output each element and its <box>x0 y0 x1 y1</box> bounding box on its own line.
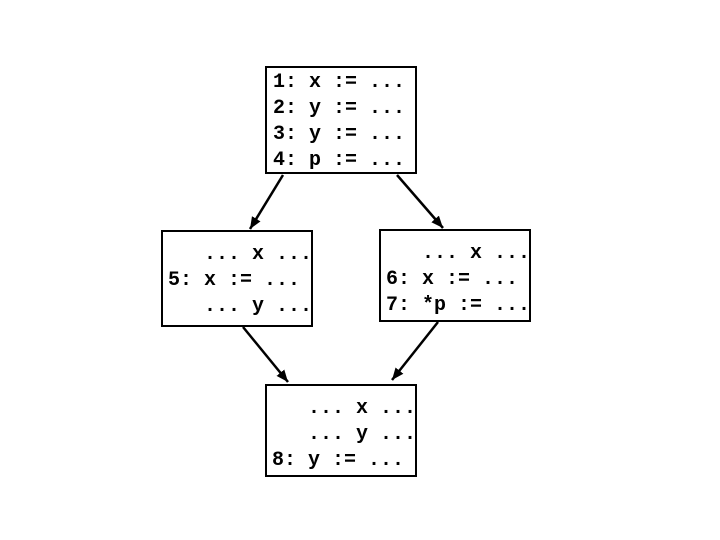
code-line: 4: p := ... <box>273 149 406 172</box>
code-line: ... y ... <box>272 423 417 446</box>
cfg-node-block-6-7: ... x ... 6: x := ... 7: *p := ... <box>379 229 531 322</box>
edge-block5-to-block8 <box>242 326 289 383</box>
code-line: ... x ... <box>272 397 417 420</box>
code-line: ... y ... <box>168 295 313 318</box>
edge-block1-to-block5 <box>248 174 285 230</box>
code-line: 6: x := ... <box>386 268 519 291</box>
cfg-node-block-8: ... x ... ... y ... 8: y := ... <box>265 384 417 477</box>
code-line: 3: y := ... <box>273 123 406 146</box>
code-line: 1: x := ... <box>273 71 406 94</box>
cfg-node-block-5: ... x ... 5: x := ... ... y ... <box>161 230 313 327</box>
code-line: 2: y := ... <box>273 97 406 120</box>
edge-block1-to-block67 <box>396 174 444 229</box>
code-line: ... x ... <box>168 243 313 266</box>
code-line: ... x ... <box>386 242 531 265</box>
code-line: 7: *p := ... <box>386 294 531 317</box>
cfg-node-block-1-4: 1: x := ... 2: y := ... 3: y := ... 4: p… <box>265 66 417 174</box>
code-line: 5: x := ... <box>168 269 301 292</box>
code-line: 8: y := ... <box>272 449 405 472</box>
edge-block67-to-block8 <box>391 321 439 381</box>
